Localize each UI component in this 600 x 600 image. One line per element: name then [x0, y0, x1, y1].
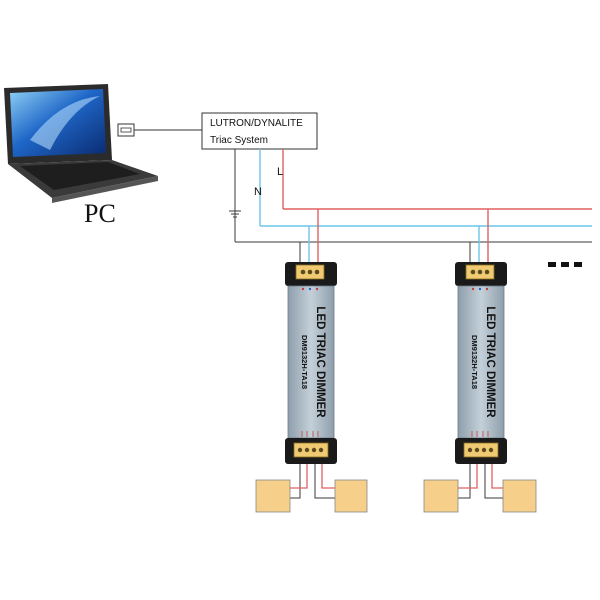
- dimmer-2-model: DM9132H-TA18: [470, 335, 479, 389]
- connector-port-icon: [117, 123, 202, 137]
- dimmer-2-input-wires: [469, 209, 489, 262]
- led-panel-1b: [334, 479, 368, 513]
- ground-symbol-icon: [229, 210, 241, 218]
- neutral-label: N: [254, 186, 262, 198]
- live-wire: [282, 149, 592, 210]
- dimmer-2: [455, 262, 507, 464]
- dimmer-1-title: LED TRIAC DIMMER: [314, 306, 326, 418]
- pc-label: PC: [84, 199, 116, 228]
- led-panel-2a: [423, 479, 459, 513]
- dimmer-1-model: DM9132H-TA18: [300, 335, 309, 389]
- control-system-line2: Triac System: [210, 135, 268, 146]
- continuation-dots: [548, 262, 582, 267]
- dimmer-1-output-wires: [290, 464, 335, 499]
- ground-wire: [234, 149, 592, 243]
- control-system-line1: LUTRON/DYNALITE: [210, 118, 303, 129]
- neutral-wire: [259, 149, 592, 227]
- dimmer-2-title: LED TRIAC DIMMER: [484, 306, 496, 418]
- dimmer-1-input-wires: [299, 209, 319, 262]
- control-system-box: [201, 112, 318, 150]
- led-panel-2b: [502, 479, 537, 513]
- live-label: L: [277, 166, 283, 178]
- dimmer-2-output-wires: [458, 464, 503, 499]
- led-panel-1a: [255, 479, 291, 513]
- dimmer-1: [285, 262, 337, 464]
- laptop-icon: [4, 84, 158, 203]
